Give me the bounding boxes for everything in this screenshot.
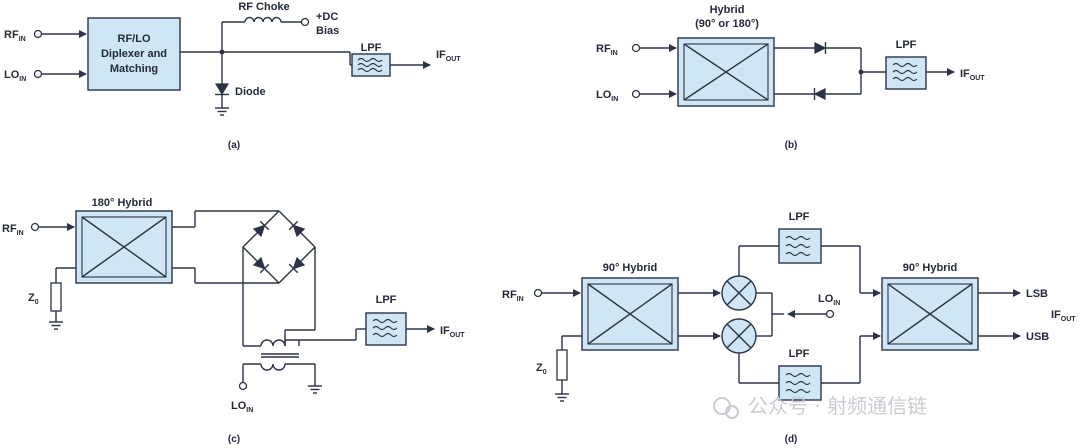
- a-rf-choke-inductor: [244, 16, 282, 23]
- c-lo-in-label: LOIN: [231, 400, 253, 414]
- wechat-icon: [713, 397, 731, 415]
- a-dc-bias-label2: Bias: [316, 25, 339, 37]
- c-rf-in-port: [30, 222, 40, 232]
- d-rf-in-port: [533, 288, 543, 298]
- b-rf-in-label: RFIN: [596, 43, 618, 57]
- a-block-line2: Diplexer and: [101, 48, 167, 60]
- a-lo-in-label: LOIN: [4, 69, 26, 83]
- c-z0-resistor: [50, 282, 62, 312]
- watermark-text: 公众号 · 射频通信链: [748, 394, 927, 418]
- b-lpf-block: [885, 56, 927, 90]
- a-block-line1: RF/LO: [118, 33, 151, 45]
- a-lpf-block: [351, 53, 391, 77]
- d-usb-label: USB: [1026, 331, 1049, 343]
- b-rf-in-port: [631, 43, 641, 53]
- a-block-line3: Matching: [110, 63, 158, 75]
- a-caption: (a): [228, 140, 240, 151]
- a-diode-label: Diode: [235, 86, 266, 98]
- d-caption: (d): [785, 434, 798, 445]
- b-hybrid-label1: Hybrid: [710, 4, 745, 16]
- d-lpf-bottom-label: LPF: [789, 348, 810, 360]
- a-rf-in-port: [33, 29, 43, 39]
- c-transformer-top-coil: [260, 339, 286, 347]
- panel-a: RFIN LOIN RF/LO Diplexer and Matching RF…: [4, 1, 461, 151]
- a-lpf-label: LPF: [361, 42, 382, 54]
- c-z0-label: Z0: [28, 292, 39, 306]
- b-hybrid-label2: (90° or 180°): [695, 18, 759, 30]
- watermark: 公众号 · 射频通信链: [713, 394, 927, 419]
- c-transformer-bottom-coil: [260, 363, 286, 371]
- c-if-out-label: IFOUT: [440, 325, 465, 339]
- d-lsb-label: LSB: [1026, 288, 1048, 300]
- d-lpf-top-block: [778, 228, 822, 264]
- a-lo-in-port: [33, 69, 43, 79]
- panel-b: Hybrid (90° or 180°) RFIN LOIN LPF IFOUT…: [596, 4, 985, 151]
- c-lpf-label: LPF: [376, 294, 397, 306]
- b-lo-in-label: LOIN: [596, 89, 618, 103]
- a-if-out-label: IFOUT: [436, 49, 461, 63]
- a-rf-choke-label: RF Choke: [238, 1, 289, 13]
- d-z0-label: Z0: [536, 362, 547, 376]
- a-dc-bias-label1: +DC: [316, 11, 338, 23]
- b-diode-bottom: [813, 88, 826, 100]
- a-dc-bias-port: [300, 17, 310, 27]
- d-if-out-label: IFOUT: [1051, 309, 1076, 323]
- c-rf-in-label: RFIN: [2, 223, 24, 237]
- c-lpf-block: [365, 312, 407, 346]
- b-if-out-label: IFOUT: [960, 68, 985, 82]
- b-lo-in-port: [631, 89, 641, 99]
- d-lpf-top-label: LPF: [789, 211, 810, 223]
- a-diplexer-block: [87, 17, 181, 91]
- a-diode: [214, 83, 230, 96]
- panel-d: 90° Hybrid 90° Hybrid RFIN Z0 LOIN: [502, 211, 1076, 445]
- d-lo-in-port: [825, 309, 835, 319]
- d-hybrid-left-label: 90° Hybrid: [603, 262, 658, 274]
- c-hybrid-label: 180° Hybrid: [92, 197, 153, 209]
- a-rf-in-label: RFIN: [4, 29, 26, 43]
- b-caption: (b): [785, 140, 798, 151]
- b-lpf-label: LPF: [896, 39, 917, 51]
- b-diode-top: [814, 42, 827, 54]
- d-z0-resistor: [556, 349, 568, 381]
- d-rf-in-label: RFIN: [502, 289, 524, 303]
- c-caption: (c): [228, 434, 240, 445]
- panel-c: 180° Hybrid RFIN Z0: [2, 197, 465, 445]
- d-hybrid-right-label: 90° Hybrid: [903, 262, 958, 274]
- d-lo-in-label: LOIN: [818, 293, 840, 307]
- c-lo-in-port: [238, 381, 248, 391]
